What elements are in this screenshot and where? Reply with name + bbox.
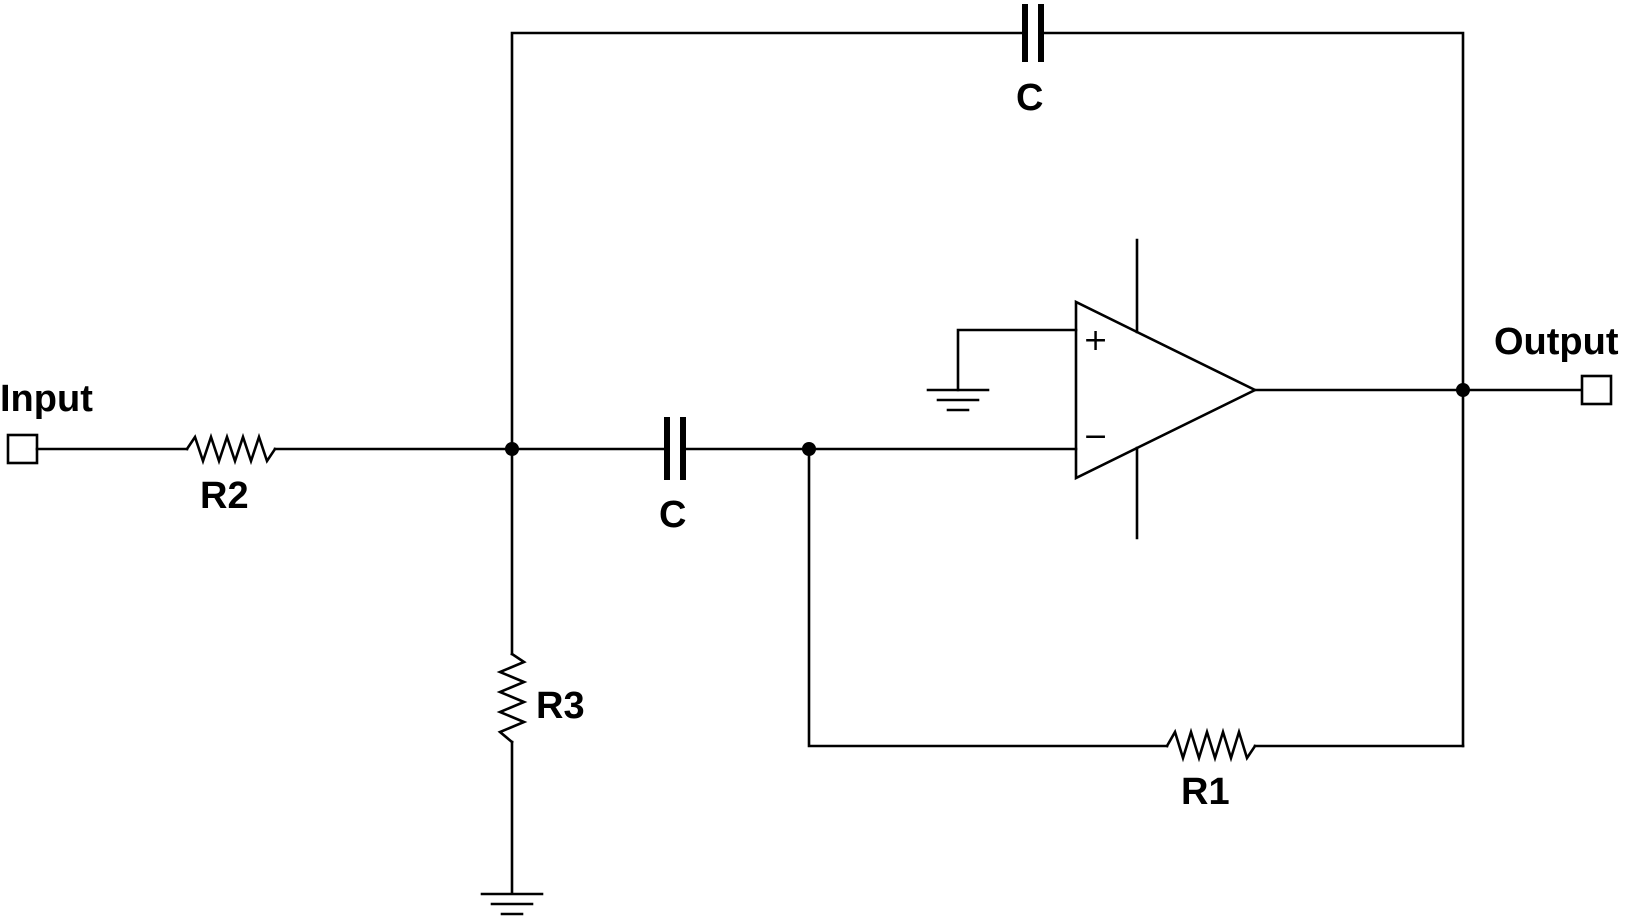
- capacitor-c-top: [1022, 4, 1044, 62]
- wire-node-a-to-top: [510, 31, 1025, 451]
- label-output: Output: [1494, 321, 1619, 363]
- label-input: Input: [0, 378, 93, 420]
- label-c-top: C: [1016, 77, 1043, 119]
- op-amp: + −: [1074, 238, 1258, 540]
- junction-node-b: [802, 442, 816, 456]
- junction-node-output: [1456, 383, 1470, 397]
- opamp-minus-sign: −: [1083, 419, 1108, 454]
- wire-node-b-to-r1: [807, 447, 1169, 748]
- input-terminal: [6, 433, 39, 465]
- ground-symbol-r3: [480, 892, 544, 916]
- resistor-r3: [496, 652, 528, 744]
- ground-symbol-opamp: [926, 388, 990, 412]
- label-c-mid: C: [659, 494, 686, 536]
- label-r3: R3: [536, 685, 585, 727]
- opamp-plus-sign: +: [1083, 323, 1108, 358]
- output-terminal: [1580, 374, 1613, 406]
- wire-top-rail-right: [1041, 31, 1465, 748]
- resistor-r2: [185, 432, 277, 466]
- wire-noninverting-to-ground: [956, 328, 1078, 392]
- resistor-r1: [1165, 727, 1257, 763]
- label-r2: R2: [200, 475, 249, 517]
- label-r1: R1: [1181, 771, 1230, 813]
- junction-node-a: [505, 442, 519, 456]
- capacitor-c-mid: [664, 417, 686, 480]
